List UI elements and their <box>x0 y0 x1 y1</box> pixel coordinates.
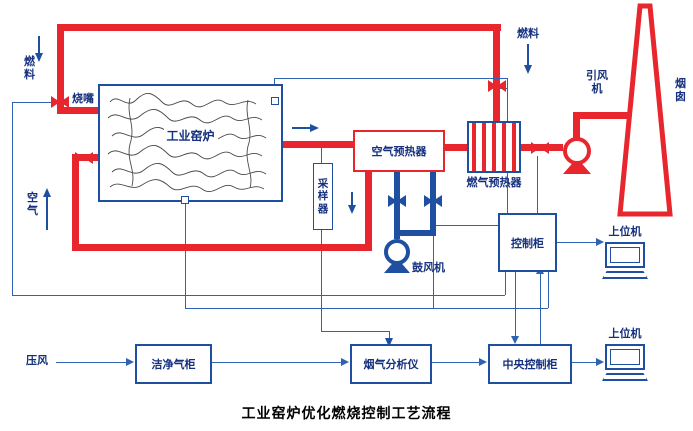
burner-label: 烧嘴 <box>72 93 94 105</box>
clean-gas-cabinet-box: 洁净气柜 <box>135 344 212 384</box>
arrow-to-analyzer-icon <box>341 358 349 366</box>
blower-label: 鼓风机 <box>412 262 445 274</box>
signal-damper-valve <box>537 156 538 213</box>
signal-sampler-to-analyzer <box>389 331 390 341</box>
pipe-burner-inlet <box>57 107 101 114</box>
pipe-hot-air-riser <box>72 158 79 251</box>
monitor-icon <box>605 242 645 268</box>
temperature-sensor-icon <box>271 97 279 105</box>
arrow-to-central-cab-icon <box>511 336 519 344</box>
pipe-flue-furnace-exit <box>281 141 355 148</box>
pipe-fuel-to-gas-preheater <box>493 24 500 124</box>
pipe-fan-riser <box>573 112 580 144</box>
flue-gas-analyzer-label: 烟气分析仪 <box>363 359 419 371</box>
signal-bus-to-cabinet <box>505 268 506 295</box>
screen-icon <box>610 349 640 365</box>
signal-air-valves <box>436 225 498 226</box>
signal-sensor-bottom-v <box>185 204 186 308</box>
pipe-fan-to-chimney <box>573 112 636 119</box>
flow-arrow-airdown-line <box>351 192 353 207</box>
keyboard-icon <box>602 373 648 381</box>
fuel-left-label: 燃料 <box>24 56 35 81</box>
monitor-icon <box>605 344 645 370</box>
arrow-to-pc1-icon <box>596 238 604 246</box>
sampler-label: 采样器 <box>317 177 329 215</box>
cold-air-valve-2-icon <box>424 195 442 207</box>
induced-fan-label: 引风机 <box>586 70 608 95</box>
pipe-hot-air-bottom <box>72 244 372 251</box>
host-computer-top: 上位机 <box>600 226 650 282</box>
clean-gas-cabinet-label: 洁净气柜 <box>151 359 196 371</box>
signal-sensor-top-h <box>274 78 507 79</box>
sampler-box: 采样器 <box>313 163 333 230</box>
furnace-label: 工业窑炉 <box>163 128 218 144</box>
air-arrow-line <box>46 196 48 230</box>
fuel-arrow-right-line <box>527 44 529 67</box>
fuel-right-label: 燃料 <box>517 28 539 40</box>
keyboard-icon <box>602 271 648 279</box>
induced-fan-icon <box>563 137 591 165</box>
line-cabinet-pc1 <box>553 242 598 243</box>
signal-sensor-bottom-up <box>548 268 549 308</box>
chimney-label: 烟囱 <box>675 78 686 103</box>
control-cabinet-label: 控制柜 <box>511 237 544 250</box>
host-computer-bottom: 上位机 <box>600 328 650 384</box>
fuel-arrow-left-icon <box>35 53 43 62</box>
cold-air-valve-1-icon <box>388 195 406 207</box>
hot-air-valve-icon <box>75 152 93 164</box>
air-preheater-box: 空气预热器 <box>353 130 445 172</box>
arrow-to-clean-gas-icon <box>126 358 134 366</box>
central-control-cabinet-label: 中央控制柜 <box>502 359 558 371</box>
signal-sampler-down <box>321 228 322 331</box>
signal-bus-bottom <box>12 295 505 296</box>
pipe-hot-air-from-preheater <box>365 166 372 251</box>
compressed-air-label: 压风 <box>26 355 48 367</box>
flue-damper-valve-icon <box>531 142 549 154</box>
signal-sensor-bottom-h <box>185 308 548 309</box>
gas-preheater-label: 燃气预热器 <box>466 177 522 189</box>
chimney-icon <box>617 3 673 217</box>
pipe-cold-air-manifold <box>394 230 436 236</box>
flow-arrow-flue-icon <box>310 124 319 132</box>
flow-arrow-airdown-icon <box>348 205 356 214</box>
gas-preheater-box <box>467 121 521 173</box>
fuel-valve-icon <box>51 96 69 108</box>
host-computer-bottom-label: 上位机 <box>608 328 642 340</box>
pressure-sensor-icon <box>181 196 189 204</box>
pipe-flue-between-preheaters <box>441 144 469 151</box>
air-preheater-label: 空气预热器 <box>371 146 427 158</box>
diagram-title: 工业窑炉优化燃烧控制工艺流程 <box>241 405 452 421</box>
line-cabinet-central-b <box>540 272 541 344</box>
blower-icon <box>384 239 410 265</box>
screen-icon <box>610 247 640 263</box>
line-cleangas-analyzer <box>208 362 343 363</box>
furnace-box: 工业窑炉 <box>98 84 283 202</box>
fuel-arrow-right-icon <box>524 65 532 74</box>
signal-air-valve-down <box>433 236 434 308</box>
gas-preheater-valve-icon <box>488 80 506 92</box>
flow-arrow-flue-line <box>292 127 310 129</box>
pipe-fuel-left-vertical <box>57 24 64 114</box>
line-compressed-air <box>56 362 128 363</box>
line-analyzer-central <box>428 362 481 363</box>
host-computer-top-label: 上位机 <box>608 226 642 238</box>
signal-fuel-valve-h <box>12 102 52 103</box>
flue-gas-analyzer-box: 烟气分析仪 <box>350 344 432 384</box>
control-cabinet-box: 控制柜 <box>498 213 557 272</box>
pipe-fuel-top <box>57 24 501 31</box>
signal-sampler-tap <box>321 148 322 163</box>
line-central-pc2 <box>568 362 598 363</box>
air-label: 空气 <box>27 192 38 217</box>
signal-fuel-valve-v <box>12 102 13 295</box>
arrow-to-pc2-icon <box>596 358 604 366</box>
air-arrow-icon <box>43 188 51 197</box>
signal-sampler-across <box>321 331 389 332</box>
line-cabinet-central-a <box>515 268 516 337</box>
arrow-into-analyzer-icon <box>385 338 393 347</box>
arrow-to-central-icon <box>479 358 487 366</box>
fuel-arrow-left-line <box>38 36 40 55</box>
central-control-cabinet-box: 中央控制柜 <box>488 344 572 384</box>
pipe-cold-air-riser-1 <box>394 166 400 239</box>
